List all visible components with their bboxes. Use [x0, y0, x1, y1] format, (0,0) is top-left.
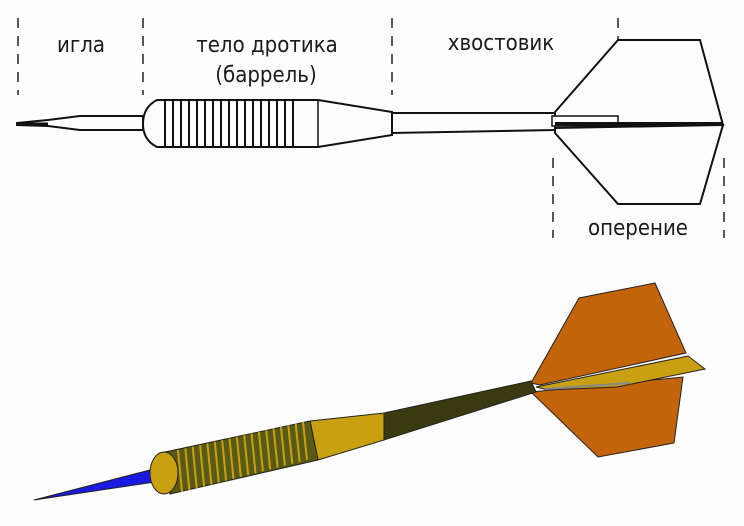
- dart-outline: [16, 39, 725, 205]
- barrel-ring: [235, 436, 242, 478]
- barrel-ring: [184, 448, 191, 491]
- barrel-grooves: [164, 101, 294, 146]
- barrel-ring: [294, 423, 301, 462]
- flight-top-outline: [554, 39, 725, 126]
- barrel-ring: [221, 440, 228, 481]
- barrel-ring: [250, 433, 257, 474]
- label-barrel: тело дротика: [196, 33, 338, 58]
- barrel-grip-rings: [177, 421, 308, 493]
- shaft-outline: [391, 112, 556, 135]
- label-needle: игла: [57, 33, 105, 58]
- label-shaft: хвостовик: [448, 31, 555, 56]
- barrel-front-cap: [149, 451, 179, 495]
- barrel-ring: [199, 444, 206, 487]
- barrel-ring: [177, 449, 183, 493]
- dart-color: [33, 282, 707, 501]
- label-barrel-alt: (баррель): [215, 63, 316, 88]
- needle: [33, 469, 156, 501]
- barrel-ring: [265, 430, 272, 470]
- barrel-ring: [228, 438, 235, 479]
- barrel-ring: [257, 431, 264, 472]
- barrel-ring: [191, 446, 198, 489]
- shaft-slot-highlight: [544, 382, 631, 390]
- shaft: [383, 380, 537, 441]
- barrel-ring: [206, 443, 213, 485]
- barrel-ring: [287, 425, 294, 464]
- barrel-taper: [309, 412, 385, 461]
- barrel-ring: [213, 441, 220, 483]
- label-flights: оперение: [588, 216, 688, 241]
- barrel-ring: [279, 426, 286, 466]
- barrel-ring: [302, 421, 308, 461]
- barrel-ring: [243, 435, 250, 476]
- flight-top: [530, 282, 687, 386]
- flight-bottom-outline: [554, 123, 725, 205]
- barrel-ring: [272, 428, 279, 468]
